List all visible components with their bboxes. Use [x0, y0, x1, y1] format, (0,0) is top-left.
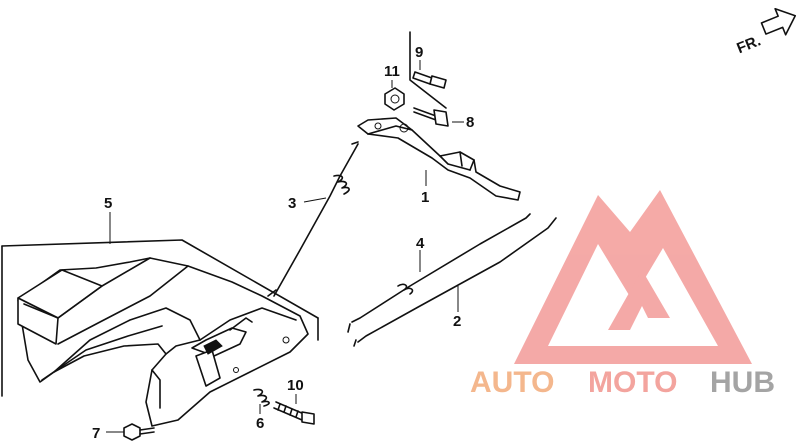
spring-icon [333, 174, 350, 195]
callout-6: 6 [256, 415, 264, 432]
throttle-cable [273, 141, 359, 297]
callout-3: 3 [288, 195, 296, 212]
engine-cover [1, 239, 319, 427]
control-rods [347, 213, 557, 347]
front-indicator: FR. [734, 7, 797, 57]
square-bolt-icon [413, 107, 449, 127]
nut-icon [384, 87, 405, 111]
control-bracket [357, 117, 521, 201]
front-label: FR. [734, 32, 763, 57]
watermark-logo [514, 190, 752, 364]
small-hardware [123, 388, 315, 441]
triangle-logo-inner-icon [608, 270, 670, 330]
callout-11: 11 [384, 63, 400, 80]
callout-4: 4 [416, 235, 425, 252]
callout-9: 9 [415, 44, 423, 61]
callout-labels: 9 11 8 1 3 4 2 5 6 7 10 [92, 44, 474, 442]
leader-lines [106, 60, 464, 433]
watermark-word-auto: AUTO [470, 366, 554, 399]
callout-5: 5 [104, 195, 112, 212]
callout-1: 1 [421, 189, 429, 206]
arrow-right-icon [760, 7, 797, 36]
callout-7: 7 [92, 425, 100, 442]
flange-bolt-icon [123, 423, 155, 441]
spring-icon-small [253, 388, 270, 407]
watermark-word-hub: HUB [710, 366, 775, 399]
watermark-word-moto: MOTO [588, 366, 677, 399]
spring-icon-rod [397, 283, 414, 295]
callout-2: 2 [453, 313, 461, 330]
mounting-hardware-group [384, 31, 449, 127]
callout-8: 8 [466, 114, 474, 131]
callout-10: 10 [287, 377, 304, 394]
watermark-text: AUTO MOTO HUB [470, 366, 775, 399]
triangle-logo-icon [514, 190, 752, 364]
bolt-icon-long [273, 401, 315, 425]
bolt-icon [412, 71, 447, 89]
